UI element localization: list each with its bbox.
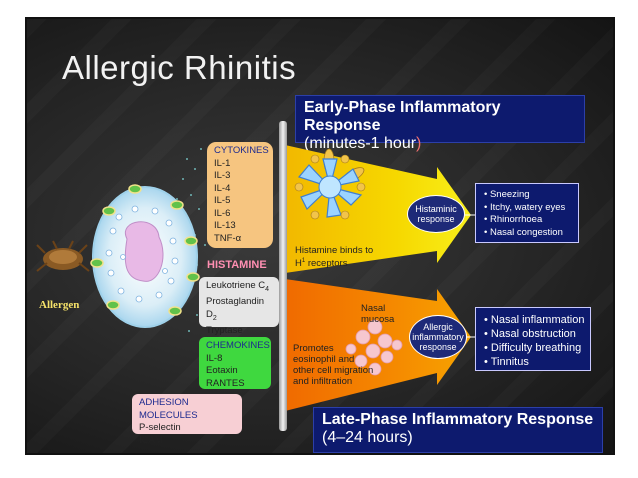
- cytokine-item: IL-4: [214, 182, 231, 194]
- late-symptoms-list: • Nasal inflammation • Nasal obstruction…: [475, 307, 591, 371]
- chemokine-item: IL-8: [206, 352, 223, 364]
- slide-title: Allergic Rhinitis: [62, 49, 297, 86]
- mediator-item: Prostaglandin D2: [206, 296, 272, 325]
- leukotriene-text: Leukotriene C: [206, 280, 266, 291]
- receptor-superscript: 1: [301, 258, 306, 264]
- chemokine-item: Eotaxin: [206, 365, 238, 376]
- late-phase-arrow: [285, 279, 471, 411]
- allergic-response-ellipse: Allergic inflammatory response: [409, 315, 467, 359]
- early-symptoms-list: • Sneezing • Itchy, watery eyes • Rhinor…: [475, 183, 579, 243]
- late-symptom-item: • Nasal obstruction: [484, 328, 576, 340]
- early-phase-time: (minutes-1 hour): [304, 135, 576, 153]
- chemokine-item: RANTES: [206, 377, 245, 389]
- mucosa-text: mucosa: [361, 314, 395, 325]
- early-symptom-item: • Sneezing: [484, 189, 530, 200]
- symptom-text: Nasal obstruction: [490, 328, 576, 340]
- cytokine-item: IL-3: [214, 170, 231, 181]
- cytokine-item: IL-5: [214, 195, 231, 206]
- allergen-label: Allergen: [39, 299, 80, 311]
- late-symptom-item: • Tinnitus: [484, 356, 529, 368]
- late-phase-header: Late-Phase Inflammatory Response (4–24 h…: [313, 407, 603, 453]
- receptor-h: H: [295, 258, 302, 270]
- promotes-line: other cell migration: [293, 365, 374, 376]
- adhesion-item: P-selectin: [139, 422, 181, 433]
- prostaglandin-subscript: 2: [212, 314, 217, 322]
- symptom-text: Nasal inflammation: [490, 314, 585, 326]
- cytokines-header: CYTOKINES: [214, 145, 269, 156]
- histamine-molecule: [294, 148, 366, 220]
- histaminic-response-ellipse: Histaminic response: [407, 195, 465, 233]
- histaminic-response-text: response: [417, 214, 455, 224]
- slide: Allergic Rhinitis Early-Phase Inflammato…: [25, 17, 615, 455]
- mediator-item: Tryptase: [206, 325, 243, 337]
- cytokine-item: IL-1: [214, 157, 231, 169]
- cytokine-item: IL-6: [214, 207, 231, 219]
- receptors-text: H1 receptors: [295, 256, 373, 269]
- symptom-text: Itchy, watery eyes: [489, 201, 566, 213]
- cytokines-box: CYTOKINES IL-1 IL-3 IL-4 IL-5 IL-6 IL-13…: [207, 142, 273, 248]
- symptom-text: Rhinorrhoea: [489, 214, 543, 225]
- early-time-open: (: [304, 135, 310, 152]
- inflammatory-text: inflammatory: [412, 332, 464, 342]
- cell-granules: [105, 205, 179, 303]
- early-phase-title: Early-Phase Inflammatory Response: [304, 99, 501, 134]
- cell-nucleus: [124, 221, 164, 282]
- histaminic-text: Histaminic: [415, 204, 457, 214]
- nasal-mucosa-label: Nasal mucosa: [361, 303, 394, 325]
- chemokines-box: CHEMOKINES IL-8 Eotaxin RANTES: [199, 337, 271, 389]
- separator-bar: [279, 121, 287, 431]
- promotes-line: eosinophil and: [293, 354, 355, 365]
- chemokines-header: CHEMOKINES: [206, 340, 270, 351]
- early-symptom-item: • Rhinorrhoea: [484, 214, 543, 225]
- adhesion-header: ADHESION MOLECULES: [139, 397, 198, 421]
- late-phase-time: (4–24 hours): [322, 429, 413, 446]
- promotes-line: and infiltration: [293, 376, 353, 387]
- symptom-text: Difficulty breathing: [490, 342, 582, 354]
- mediator-item: Leukotriene C4: [206, 280, 272, 296]
- early-phase-label: Histamine binds to H1 receptors: [295, 245, 373, 269]
- late-symptom-item: • Difficulty breathing: [484, 342, 582, 354]
- early-symptom-item: • Nasal congestion: [484, 226, 563, 238]
- histamine-label: HISTAMINE: [207, 259, 267, 271]
- cytokine-item: IL-13: [214, 220, 236, 231]
- symptom-text: Nasal congestion: [489, 226, 563, 238]
- promotes-label: Promotes eosinophil and other cell migra…: [293, 343, 373, 387]
- late-symptom-item: • Nasal inflammation: [484, 314, 585, 326]
- adhesion-item: ICAM: [139, 434, 163, 446]
- mediators-box: Leukotriene C4 Prostaglandin D2 Tryptase: [199, 277, 279, 336]
- receptor-rest: receptors: [305, 258, 348, 270]
- symptom-text: Sneezing: [489, 189, 530, 200]
- prostaglandin-text: Prostaglandin D: [206, 296, 265, 320]
- late-phase-title: Late-Phase Inflammatory Response: [322, 411, 594, 428]
- early-time-close: ): [416, 135, 422, 152]
- allergen-mite: [36, 240, 90, 272]
- promotes-line: Promotes: [293, 343, 334, 354]
- early-symptom-item: • Itchy, watery eyes: [484, 201, 566, 213]
- early-phase-header: Early-Phase Inflammatory Response (minut…: [295, 95, 585, 152]
- pathway-diagram: [36, 121, 475, 431]
- histamine-binds-text: Histamine binds to: [295, 245, 374, 256]
- adhesion-box: ADHESION MOLECULES P-selectin ICAM: [132, 394, 242, 446]
- ige-receptors: [90, 184, 200, 316]
- cytokine-item: TNF-α: [214, 232, 242, 244]
- response-text: response: [419, 342, 457, 352]
- nasal-mucosa-cells: [345, 319, 403, 376]
- symptom-text: Tinnitus: [490, 356, 529, 368]
- allergic-text: Allergic: [423, 322, 453, 332]
- leukotriene-subscript: 4: [265, 285, 270, 293]
- early-time-text: minutes-1 hour: [309, 135, 417, 152]
- nasal-text: Nasal: [361, 303, 386, 314]
